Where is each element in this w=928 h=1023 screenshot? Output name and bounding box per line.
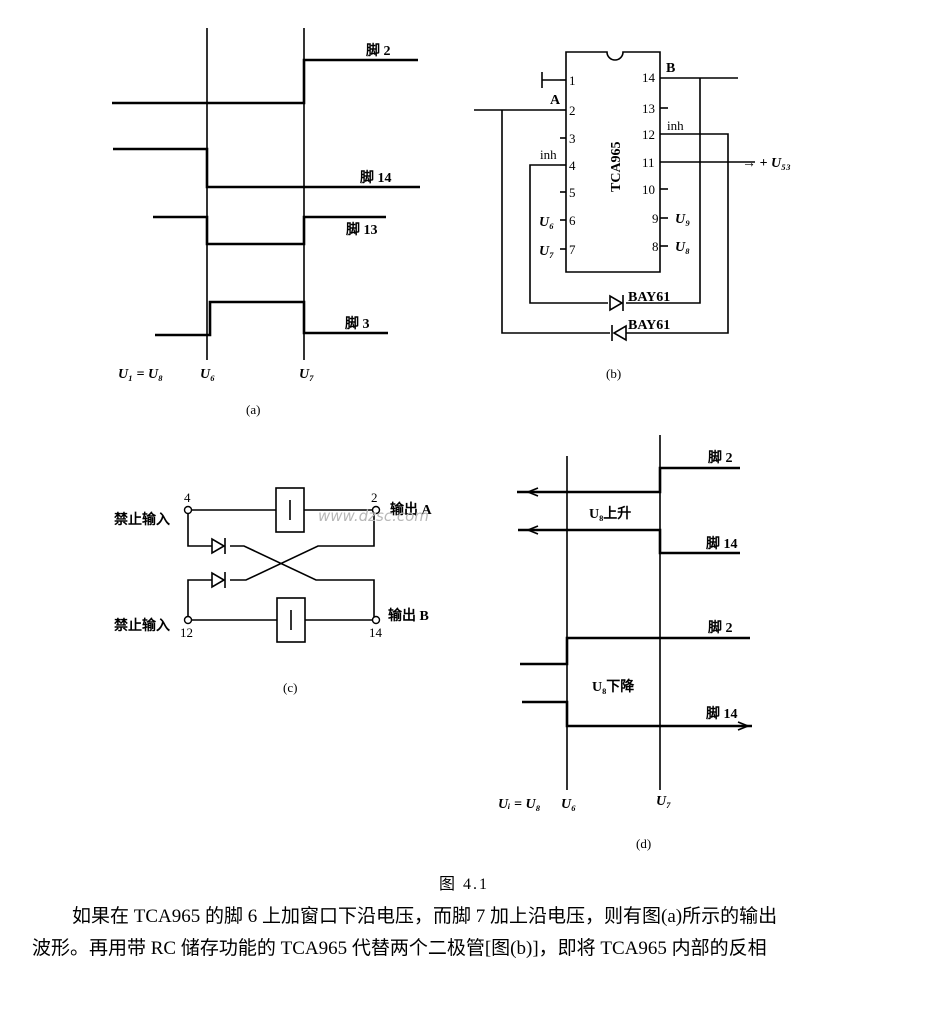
falling-pin2-waveform bbox=[520, 636, 750, 666]
pin4-label: 4 bbox=[184, 490, 191, 505]
cross-wire-1 bbox=[230, 545, 375, 618]
diode-2-label: BAY61 bbox=[628, 318, 670, 333]
arrow-left-icon bbox=[525, 525, 539, 535]
terminal-14 bbox=[371, 615, 381, 625]
falling-pin14-label: 脚 14 bbox=[706, 706, 738, 722]
ic-name-label: TCA965 bbox=[609, 141, 624, 192]
pin3-waveform bbox=[155, 300, 388, 337]
feedback-wire-b bbox=[626, 78, 701, 304]
output-b-label: 输出 B bbox=[388, 607, 429, 624]
paragraph-line-2: 波形。再用带 RC 储存功能的 TCA965 代替两个二极管[图(b)]，即将 … bbox=[32, 938, 767, 959]
pin-1-number: 1 bbox=[569, 73, 576, 88]
panel-a-tag: (a) bbox=[246, 402, 260, 417]
panel-c: 4 2 12 14 禁止输入 禁止输入 输出 A 输出 B www.dzsc.c… bbox=[114, 487, 432, 695]
pin-8-number: 8 bbox=[652, 239, 659, 254]
left-pin-stubs bbox=[560, 79, 566, 250]
inhibit-12-wire bbox=[626, 133, 729, 334]
label-b: B bbox=[666, 61, 675, 76]
label-a: A bbox=[550, 93, 561, 108]
pin-7-number: 7 bbox=[569, 242, 576, 257]
inhibit-4-wire bbox=[529, 164, 608, 304]
tca965-ic-body bbox=[565, 51, 661, 273]
pin2-waveform bbox=[112, 58, 418, 105]
u6-label-d: U₆ bbox=[561, 797, 576, 812]
u8-falling-label: U₈下降 bbox=[592, 678, 635, 695]
pin2-label: 2 bbox=[371, 490, 378, 505]
terminal-12 bbox=[183, 615, 193, 625]
bottom-input-wire bbox=[187, 579, 212, 618]
falling-pin14-waveform bbox=[522, 700, 752, 728]
pin-2-number: 2 bbox=[569, 103, 576, 118]
pin-9-number: 9 bbox=[652, 211, 659, 226]
panel-b: TCA965 1 2 3 4 5 6 7 14 13 12 11 bbox=[474, 51, 791, 381]
u-out-label: → + U₅₃ bbox=[742, 156, 791, 171]
terminal-2 bbox=[371, 505, 381, 515]
pin-5-number: 5 bbox=[569, 185, 576, 200]
inhibit-bottom-label: 禁止输入 bbox=[114, 617, 170, 634]
pin14-waveform bbox=[113, 147, 420, 189]
pin-14-number: 14 bbox=[642, 70, 656, 85]
watermark: www.dzsc.com bbox=[318, 507, 429, 525]
panel-a: 脚 2 脚 14 脚 13 脚 3 U₁ = U₈ U₆ U₇ (a) bbox=[112, 28, 420, 417]
pin13-label: 脚 13 bbox=[346, 222, 378, 238]
figure-4-1: 脚 2 脚 14 脚 13 脚 3 U₁ = U₈ U₆ U₇ (a) TCA9… bbox=[112, 28, 791, 851]
pin-13-number: 13 bbox=[642, 101, 655, 116]
diode-c1-icon bbox=[211, 537, 226, 555]
panel-b-tag: (b) bbox=[606, 366, 621, 381]
u-input-label: U₁ = U₈ bbox=[118, 367, 163, 382]
rising-pin2-waveform bbox=[517, 466, 740, 494]
diode-1-icon bbox=[609, 294, 624, 312]
arrow-right-icon bbox=[737, 721, 751, 731]
cross-wire-2 bbox=[230, 510, 375, 581]
u6-label: U₆ bbox=[200, 367, 215, 382]
pin-4-number: 4 bbox=[569, 158, 576, 173]
pin-10-number: 10 bbox=[642, 182, 655, 197]
inhibit-top-label: 禁止输入 bbox=[114, 511, 170, 528]
output-a-label: 输出 A bbox=[390, 501, 432, 518]
u8-rising-label: U₈上升 bbox=[589, 505, 631, 522]
top-input-wire bbox=[187, 510, 212, 547]
u9-pin-label: U₉ bbox=[675, 212, 690, 227]
diode-1-label: BAY61 bbox=[628, 290, 670, 305]
pin12-label: 12 bbox=[180, 625, 193, 640]
terminal-4 bbox=[183, 505, 193, 515]
right-pin-stubs bbox=[660, 107, 668, 247]
figure-caption: 图 4.1 bbox=[438, 876, 489, 893]
panel-d: 脚 2 脚 14 U₈上升 脚 2 脚 14 U₈下降 Uᵢ = U₈ U₆ U… bbox=[498, 435, 752, 851]
u6-pin-label: U₆ bbox=[539, 215, 554, 230]
diode-c2-icon bbox=[211, 571, 226, 589]
arrow-left-icon bbox=[525, 487, 539, 497]
pin-12-number: 12 bbox=[642, 127, 655, 142]
inh-right-label: inh bbox=[667, 118, 684, 133]
rising-pin2-label: 脚 2 bbox=[708, 450, 733, 466]
panel-d-tag: (d) bbox=[636, 836, 651, 851]
paragraph-line-1: 如果在 TCA965 的脚 6 上加窗口下沿电压，而脚 7 加上沿电压，则有图(… bbox=[72, 906, 778, 927]
u8-pin-label: U₈ bbox=[675, 240, 690, 255]
rising-pin14-waveform bbox=[518, 528, 740, 555]
pin2-label: 脚 2 bbox=[366, 43, 391, 59]
pin14-label: 14 bbox=[369, 625, 383, 640]
pin13-waveform bbox=[153, 215, 386, 246]
pin14-label: 脚 14 bbox=[360, 170, 392, 186]
u-input-label-d: Uᵢ = U₈ bbox=[498, 797, 541, 812]
pin-11-number: 11 bbox=[642, 155, 655, 170]
pin-3-number: 3 bbox=[569, 131, 576, 146]
inh-left-label: inh bbox=[540, 147, 557, 162]
u7-label: U₇ bbox=[299, 367, 314, 382]
rising-pin14-label: 脚 14 bbox=[706, 536, 738, 552]
panel-c-tag: (c) bbox=[283, 680, 297, 695]
u7-label-d: U₇ bbox=[656, 794, 671, 809]
diode-2-icon bbox=[611, 324, 627, 342]
pin-6-number: 6 bbox=[569, 213, 576, 228]
falling-pin2-label: 脚 2 bbox=[708, 620, 733, 636]
pin3-label: 脚 3 bbox=[345, 316, 370, 332]
feedback-wire-a bbox=[501, 110, 610, 334]
u7-pin-label: U₇ bbox=[539, 244, 554, 259]
